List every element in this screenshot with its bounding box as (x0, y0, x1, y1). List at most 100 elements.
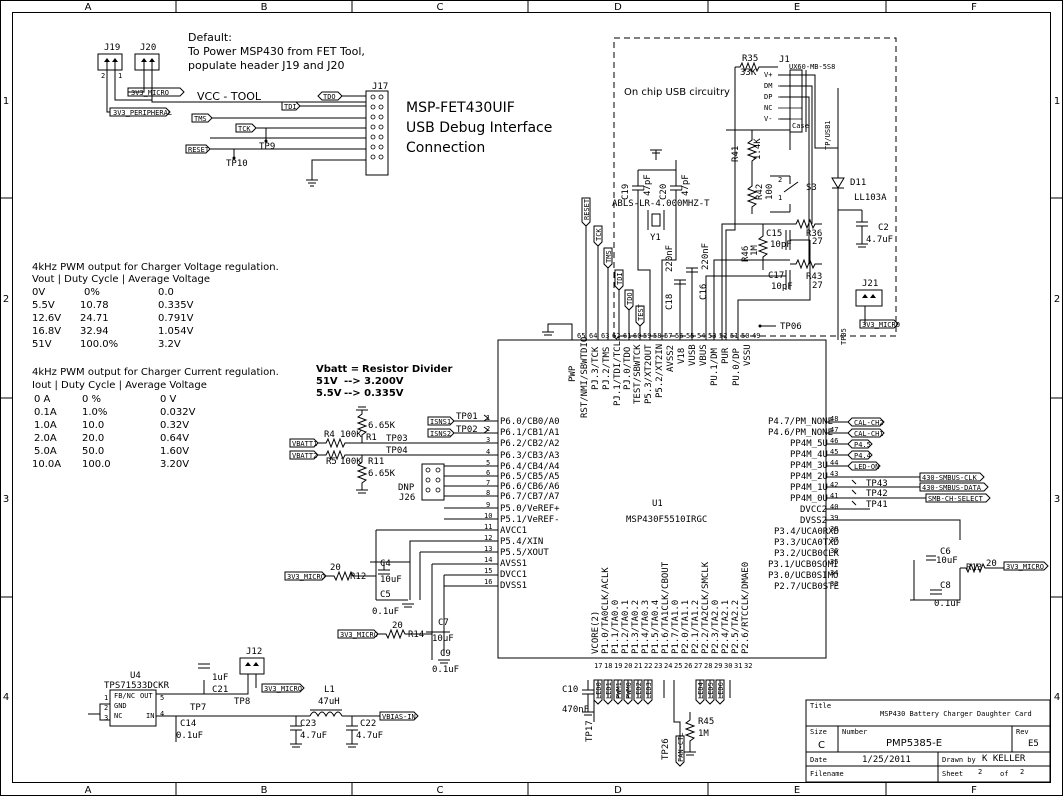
svg-text:P1.5/TA0.4: P1.5/TA0.4 (651, 600, 661, 654)
svg-text:TCK: TCK (595, 228, 603, 241)
net-3v3-micro-r13: 3V3_MICRO (1003, 561, 1049, 571)
svg-text:0.335V: 0.335V (158, 300, 194, 311)
svg-text:LED0: LED0 (595, 682, 603, 699)
row-label: 4 (3, 692, 9, 703)
svg-text:PU.0/DP: PU.0/DP (732, 347, 742, 386)
rev-value: E5 (1028, 739, 1039, 749)
tp26-label: TP26 (661, 738, 671, 760)
svg-text:3.20V: 3.20V (160, 459, 189, 470)
svg-text:C22: C22 (360, 719, 376, 729)
net-pwm1: PWM1 (613, 679, 623, 705)
svg-text:14: 14 (484, 556, 492, 564)
value-label: 4.7uF (866, 235, 893, 245)
svg-text:P6.6/CB6/A6: P6.6/CB6/A6 (500, 482, 560, 492)
net-3v3-peripheral: 3V3_PERIPHERAL (109, 107, 172, 117)
svg-text:1M: 1M (750, 245, 760, 256)
svg-text:40: 40 (830, 503, 838, 511)
svg-text:LED4: LED4 (697, 682, 705, 699)
col-label: B (261, 785, 268, 796)
resistor-r35: R35 33K (735, 54, 778, 78)
svg-text:LED1: LED1 (605, 682, 613, 699)
svg-text:P2.1/TA1.2: P2.1/TA1.2 (691, 600, 701, 654)
svg-text:PP4M_1U: PP4M_1U (790, 483, 828, 493)
tp42-label: TP42 (866, 489, 888, 499)
svg-text:1: 1 (104, 694, 108, 702)
svg-text:1: 1 (778, 194, 782, 202)
sheet-label: Sheet (942, 770, 963, 778)
svg-text:R5: R5 (326, 457, 337, 467)
svg-text:P1.7/TA1.0: P1.7/TA1.0 (671, 600, 681, 654)
svg-text:P3.1/UCB0SOMI: P3.1/UCB0SOMI (768, 560, 838, 570)
tp7-label: TP7 (190, 703, 206, 713)
svg-text:ABLS-LR-4.000MHZ-T: ABLS-LR-4.000MHZ-T (612, 199, 710, 209)
svg-text:28: 28 (704, 662, 712, 670)
tp9-label: TP9 (259, 142, 275, 152)
ref-label: C2 (878, 223, 889, 233)
svg-text:3V3_MICRO: 3V3_MICRO (862, 321, 900, 329)
svg-text:VSSU: VSSU (743, 344, 753, 366)
svg-text:51: 51 (730, 332, 738, 340)
svg-text:Vout | Duty Cycle | Average V: Vout | Duty Cycle | Average Voltage (32, 274, 210, 285)
svg-text:2: 2 (104, 704, 108, 712)
svg-text:38: 38 (830, 525, 838, 533)
resistor-r43: R43 27 (790, 258, 823, 291)
svg-text:20: 20 (624, 662, 632, 670)
svg-text:20.0: 20.0 (82, 433, 104, 444)
pwm-current-table: 4kHz PWM output for Charger Current regu… (32, 367, 279, 470)
net-vbias-in: VBIAS-IN (379, 711, 419, 721)
svg-text:P1.1/TA0.0: P1.1/TA0.0 (611, 600, 621, 654)
tp02-label: TP02 (456, 425, 478, 435)
svg-text:2: 2 (101, 72, 105, 80)
svg-text:3V3_MICRO: 3V3_MICRO (287, 573, 325, 581)
svg-text:P3.2/UCB0CLK: P3.2/UCB0CLK (774, 549, 840, 559)
svg-text:P6.4/CB4/A4: P6.4/CB4/A4 (500, 462, 560, 472)
ref-label: J1 (779, 55, 790, 65)
svg-text:65: 65 (577, 332, 585, 340)
net-tck: TCK (235, 123, 366, 133)
tp05-label: TP05 (840, 328, 848, 345)
svg-text:5.0A: 5.0A (34, 446, 57, 457)
svg-text:TDO: TDO (626, 292, 634, 305)
svg-text:P2.3/TA2.0: P2.3/TA2.0 (711, 600, 721, 654)
number-label: Number (842, 728, 867, 736)
ldo-u4: U4 TPS71533DCKR FB/NC OUT GND NC IN 123 … (104, 671, 170, 727)
svg-text:PU.1/DM: PU.1/DM (710, 347, 720, 386)
svg-text:PP4M_0U: PP4M_0U (790, 494, 828, 504)
filename-label: Filename (810, 770, 844, 778)
svg-text:DM: DM (764, 82, 772, 90)
svg-text:V18: V18 (677, 348, 687, 364)
of-label: of (1000, 770, 1008, 778)
vcc-tool-label: VCC - TOOL (197, 90, 262, 103)
svg-text:VCORE(2): VCORE(2) (591, 611, 601, 654)
net-3v3-micro-j21: 3V3_MICRO (859, 319, 900, 329)
svg-text:0.64V: 0.64V (160, 433, 189, 444)
svg-text:C4: C4 (380, 559, 391, 569)
svg-text:44: 44 (830, 459, 838, 467)
capacitor-c15: C15 10pF (766, 229, 810, 250)
svg-text:5: 5 (486, 459, 490, 467)
capacitor-c7: C7 10uF (426, 618, 454, 644)
svg-text:P6.3/CB3/A3: P6.3/CB3/A3 (500, 451, 560, 461)
svg-text:C16: C16 (699, 284, 709, 300)
net-3v3-micro-r14: 3V3_MICRO (337, 629, 379, 639)
svg-text:P3.0/UCB0SIMO: P3.0/UCB0SIMO (768, 571, 838, 581)
svg-text:3V3_MICRO: 3V3_MICRO (1006, 563, 1044, 571)
svg-text:C10: C10 (562, 685, 578, 695)
svg-text:57: 57 (664, 332, 672, 340)
svg-text:1.4K: 1.4K (753, 138, 763, 160)
col-label: E (794, 785, 800, 796)
svg-text:PP4M_5U: PP4M_5U (790, 439, 828, 449)
svg-text:P5.2/XT2IN: P5.2/XT2IN (655, 344, 665, 398)
tp10-label: TP10 (226, 159, 248, 169)
row-label: 1 (1054, 96, 1060, 107)
net-tdi-top: TDI (614, 269, 624, 340)
net-reset-top: RESET (581, 197, 591, 340)
svg-text:P4.7/PM_NONE: P4.7/PM_NONE (768, 417, 833, 427)
svg-text:C14: C14 (180, 719, 196, 729)
net-led4: LED4 (695, 679, 705, 705)
svg-text:C9: C9 (440, 649, 451, 659)
svg-text:0.1uF: 0.1uF (372, 607, 399, 617)
svg-text:0.032V: 0.032V (160, 407, 196, 418)
svg-text:3.2V: 3.2V (158, 339, 181, 350)
